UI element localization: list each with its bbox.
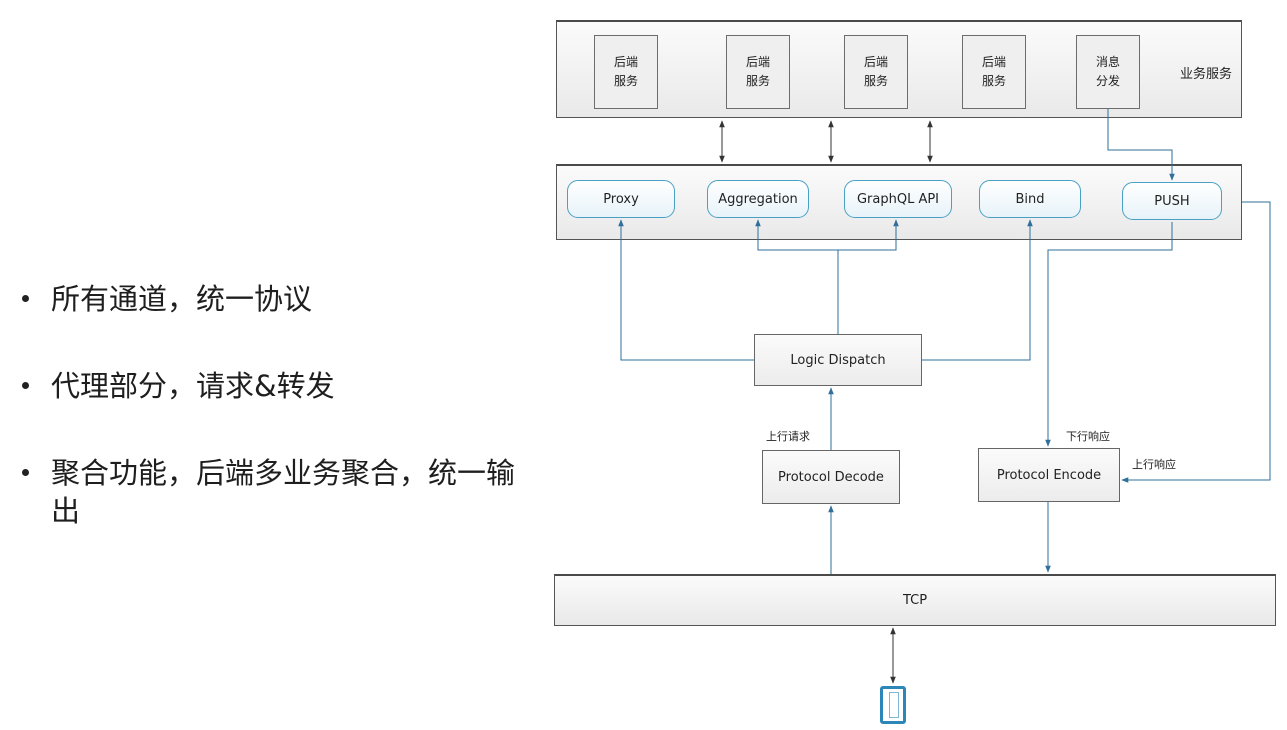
upstream-response-label: 上行响应 <box>1132 458 1176 471</box>
bullet-item: 聚合功能，后端多业务聚合，统一输出 <box>18 454 521 530</box>
tcp-label: TCP <box>902 593 928 608</box>
bullet-text: 所有通道，统一协议 <box>51 282 313 316</box>
backend-service-box: 后端 服务 <box>726 35 790 109</box>
bullet-dot-icon <box>22 469 29 476</box>
arrow-gateway-encode <box>1121 201 1271 483</box>
bullet-text: 聚合功能，后端多业务聚合，统一输出 <box>51 456 516 528</box>
upstream-request-label: 上行请求 <box>766 430 810 443</box>
bullet-dot-icon <box>22 382 29 389</box>
tcp-layer: TCP <box>554 574 1276 626</box>
arrow-logic-proxy <box>618 219 754 361</box>
graphql-api-module: GraphQL API <box>844 180 952 218</box>
arrow-push-encode <box>1045 222 1173 447</box>
bind-module: Bind <box>979 180 1081 218</box>
business-layer-label: 业务服务 <box>1180 67 1233 82</box>
backend-service-box: 后端 服务 <box>594 35 658 109</box>
bullet-dot-icon <box>22 295 29 302</box>
logic-dispatch-box: Logic Dispatch <box>754 334 922 386</box>
downstream-response-label: 下行响应 <box>1066 430 1110 443</box>
proxy-module: Proxy <box>567 180 675 218</box>
backend-service-box: 后端 服务 <box>844 35 908 109</box>
bullet-text: 代理部分，请求&转发 <box>51 369 335 403</box>
protocol-decode-box: Protocol Decode <box>762 450 900 504</box>
message-dispatch-box: 消息 分发 <box>1076 35 1140 109</box>
bullet-item: 所有通道，统一协议 <box>18 280 521 318</box>
arrow-logic-bind <box>922 219 1033 361</box>
bullet-item: 代理部分，请求&转发 <box>18 367 521 405</box>
push-module: PUSH <box>1122 182 1222 220</box>
aggregation-module: Aggregation <box>707 180 809 218</box>
protocol-encode-box: Protocol Encode <box>978 448 1120 502</box>
mobile-phone-icon <box>880 686 906 724</box>
backend-service-box: 后端 服务 <box>962 35 1026 109</box>
